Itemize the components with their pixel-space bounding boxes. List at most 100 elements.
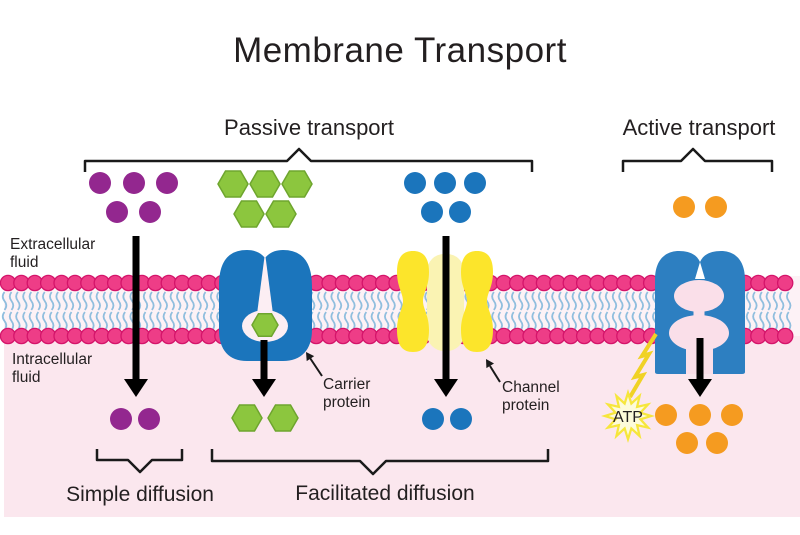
green-molecules-intracellular (231, 404, 299, 432)
channel-protein-label-line2: protein (502, 397, 549, 414)
lipid-tail (35, 291, 41, 311)
carrier-protein-cleft (257, 253, 273, 314)
lipid-tail (149, 311, 155, 331)
lipid-tail (75, 291, 82, 311)
lipid-tail (82, 311, 88, 331)
green-molecules-extracellular-item (217, 170, 249, 198)
lipid-tail (42, 311, 48, 331)
extracellular-fluid-label: Extracellular fluid (10, 236, 95, 271)
active-protein-upper-chamber (674, 280, 724, 312)
lipid-tail (537, 291, 544, 311)
lipid-tail (604, 291, 611, 311)
lipid-tail (765, 291, 771, 311)
page-title: Membrane Transport (233, 31, 567, 70)
lipid-tail (202, 291, 209, 311)
lipid-tail (202, 311, 209, 331)
carrier-protein (219, 250, 312, 361)
lipid-tail (89, 291, 95, 311)
lipid-tail (350, 291, 356, 311)
lipid-tail (645, 311, 651, 331)
lipid-tail (571, 291, 577, 311)
lipid-tail (611, 291, 618, 311)
lipid-tail (176, 311, 182, 331)
lipid-tail (357, 311, 363, 331)
lipid-tail (524, 311, 530, 331)
lipid-tail (142, 291, 149, 311)
blue-molecules-extracellular-item (421, 201, 443, 223)
carrier-protein-label: Carrier protein (323, 376, 370, 411)
lipid-tail (591, 291, 597, 311)
green-molecule-in-carrier (251, 312, 279, 338)
lipid-tail (95, 291, 101, 311)
orange-molecules-intracellular-item (706, 432, 728, 454)
atp-burst: ATP (601, 389, 655, 443)
lipid-tail (330, 311, 336, 331)
passive-transport-bracket (83, 147, 534, 172)
channel-protein-label-line1: Channel (502, 379, 560, 396)
lipid-tail (772, 291, 778, 311)
carrier-label-pointer-arrowhead (306, 352, 315, 362)
lipid-tail (504, 311, 510, 331)
lipid-tail (336, 291, 343, 311)
lipid-tail (68, 291, 75, 311)
lipid-tail (390, 311, 396, 331)
lipid-tail (625, 291, 631, 311)
green-molecules-extracellular-item (249, 170, 281, 198)
lipid-tail (317, 291, 323, 311)
lightning-bolt-icon (628, 332, 658, 399)
green-molecules-extracellular (217, 170, 313, 228)
active-transport-label: Active transport (623, 115, 776, 140)
lipid-tail (89, 311, 95, 331)
orange-molecules-intracellular-item (721, 404, 743, 426)
blue-molecules-extracellular-item (404, 172, 426, 194)
lipid-tail (49, 291, 55, 311)
lipid-tail (8, 311, 15, 331)
lipid-tail (28, 291, 34, 311)
purple-molecules-extracellular (89, 172, 178, 223)
intracellular-fluid-label: Intracellular fluid (12, 351, 92, 386)
channel-protein-right-lobe (461, 251, 493, 352)
simple-diffusion-arrow (124, 236, 148, 397)
lipid-tail (343, 311, 350, 331)
lipid-tail (75, 311, 82, 331)
lipid-tail (183, 291, 189, 311)
lipid-tail (189, 311, 195, 331)
blue-molecules-intracellular-item (422, 408, 444, 430)
lipid-tail (95, 311, 101, 331)
lipid-tail (8, 291, 15, 311)
channel-transport-arrow (434, 236, 458, 397)
lipid-tail (631, 311, 637, 331)
lipid-tail (497, 291, 503, 311)
lipid-tail (55, 291, 61, 311)
lipid-tail (531, 311, 537, 331)
lipid-tail (578, 311, 584, 331)
atp-star-shapes (601, 389, 655, 443)
lipid-tail (162, 311, 168, 331)
intracellular-fluid-line2: fluid (12, 369, 40, 386)
active-protein-top-notch (695, 262, 705, 279)
facilitated-diffusion-label: Facilitated diffusion (295, 482, 474, 505)
lipid-head (776, 274, 794, 292)
lipid-tail (745, 291, 752, 311)
lipid-tail (638, 311, 644, 331)
lipid-tail (1, 311, 8, 331)
lipid-tail (558, 311, 564, 331)
lipid-tail (585, 311, 591, 331)
lipid-tail (511, 311, 517, 331)
simple-diffusion-bracket (95, 449, 184, 474)
blue-molecules-extracellular-item (464, 172, 486, 194)
active-transport-bracket (621, 147, 774, 172)
lipid-tail (370, 291, 376, 311)
lipid-tail (209, 291, 216, 311)
orange-molecules-intracellular-item (689, 404, 711, 426)
lipid-tail (28, 311, 34, 331)
lipid-tail (759, 291, 765, 311)
orange-molecules-intracellular (655, 404, 743, 454)
lipid-tail (82, 291, 88, 311)
lipid-tail (611, 311, 618, 331)
lipid-tail (544, 291, 551, 311)
lipid-tail (149, 291, 155, 311)
lipid-tail (189, 291, 195, 311)
